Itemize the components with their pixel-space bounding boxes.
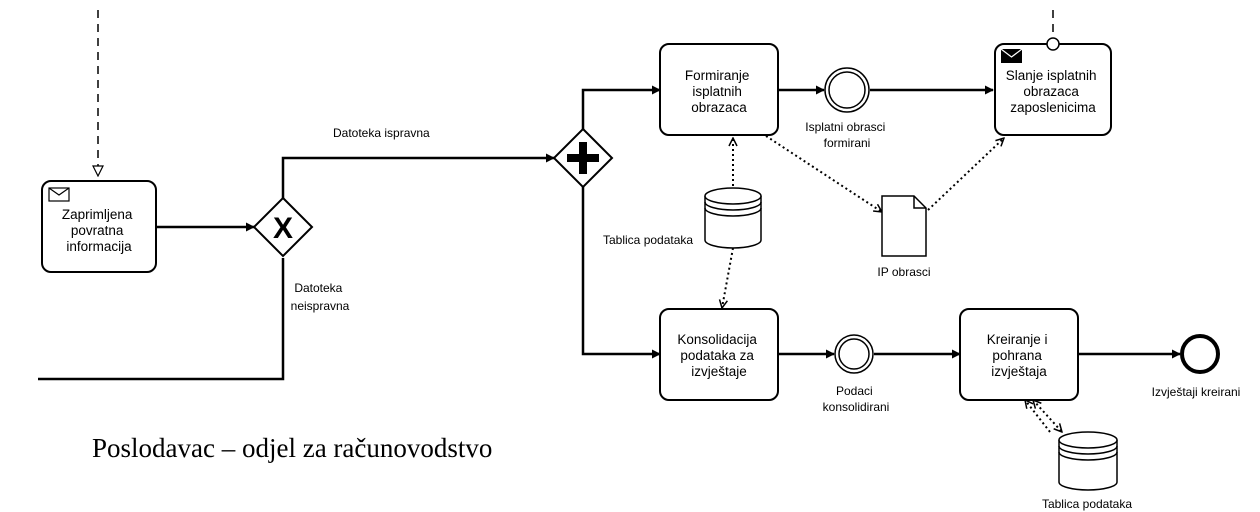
- task-label: Konsolidacija podataka za izvještaje: [677, 332, 760, 379]
- association-kreiranje-to-datastore: [1033, 400, 1062, 432]
- task-konsolidacija-podataka[interactable]: Konsolidacija podataka za izvještaje: [659, 308, 779, 401]
- plus-icon: [567, 142, 599, 174]
- flow-lane-to-xor: [38, 258, 285, 381]
- association-formiranje-to-ip: [765, 135, 882, 212]
- task-kreiranje-i-pohrana-izvjestaja[interactable]: Kreiranje i pohrana izvještaja: [959, 308, 1079, 401]
- task-formiranje-isplatnih-obrazaca[interactable]: Formiranje isplatnih obrazaca: [659, 43, 779, 136]
- intermediate-event-isplatni-obrasci-formirani[interactable]: [824, 67, 870, 113]
- association-datastore-to-kreiranje: [1025, 400, 1051, 433]
- event-label-isplatni-obrasci-formirani: Isplatni obrasci formirani: [805, 120, 888, 150]
- event-label-izvjestaji-kreirani: Izvještaji kreirani: [1152, 385, 1241, 399]
- data-store-tablica-podataka[interactable]: [704, 187, 762, 249]
- flow-label-datoteka-ispravna: Datoteka ispravna: [333, 126, 430, 140]
- parallel-gateway[interactable]: [552, 127, 614, 189]
- boundary-event-marker: [1046, 37, 1060, 51]
- task-slanje-isplatnih-obrazaca[interactable]: Slanje isplatnih obrazaca zaposlenicima: [994, 37, 1112, 136]
- envelope-icon: [48, 187, 70, 202]
- gateway-x-marker: X: [273, 212, 293, 245]
- event-label-podaci-konsolidirani: Podaci konsolidirani: [823, 384, 890, 414]
- association-datastore-to-konsolidacija: [722, 247, 734, 308]
- pool-label: Poslodavac – odjel za računovodstvo: [92, 433, 492, 463]
- flow-parallel-to-formiranje: [581, 85, 661, 129]
- task-zaprimljena-povratna-informacija[interactable]: Zaprimljena povratna informacija: [41, 180, 157, 273]
- exclusive-gateway[interactable]: X: [252, 196, 314, 258]
- flow-xor-to-parallel: [281, 153, 555, 198]
- task-label: Kreiranje i pohrana izvještaja: [987, 332, 1052, 379]
- association-ip-to-slanje: [927, 138, 1004, 211]
- data-store-tablica-podataka-2[interactable]: [1058, 431, 1118, 491]
- task-label: Zaprimljena povratna informacija: [62, 207, 136, 254]
- data-object-label-ip-obrasci: IP obrasci: [877, 265, 930, 279]
- end-event-izvjestaji-kreirani[interactable]: [1180, 334, 1220, 374]
- envelope-filled-icon: [1000, 48, 1023, 63]
- data-store-label-2: Tablica podataka: [1042, 497, 1132, 511]
- data-object-ip-obrasci[interactable]: [881, 195, 927, 257]
- task-label: Formiranje isplatnih obrazaca: [685, 68, 753, 115]
- intermediate-event-podaci-konsolidirani[interactable]: [834, 334, 874, 374]
- flow-parallel-to-konsolidacija: [581, 187, 661, 359]
- task-label: Slanje isplatnih obrazaca zaposlenicima: [1006, 68, 1101, 115]
- data-store-label: Tablica podataka: [603, 233, 693, 247]
- flow-label-datoteka-neispravna: Datoteka neispravna: [291, 281, 350, 313]
